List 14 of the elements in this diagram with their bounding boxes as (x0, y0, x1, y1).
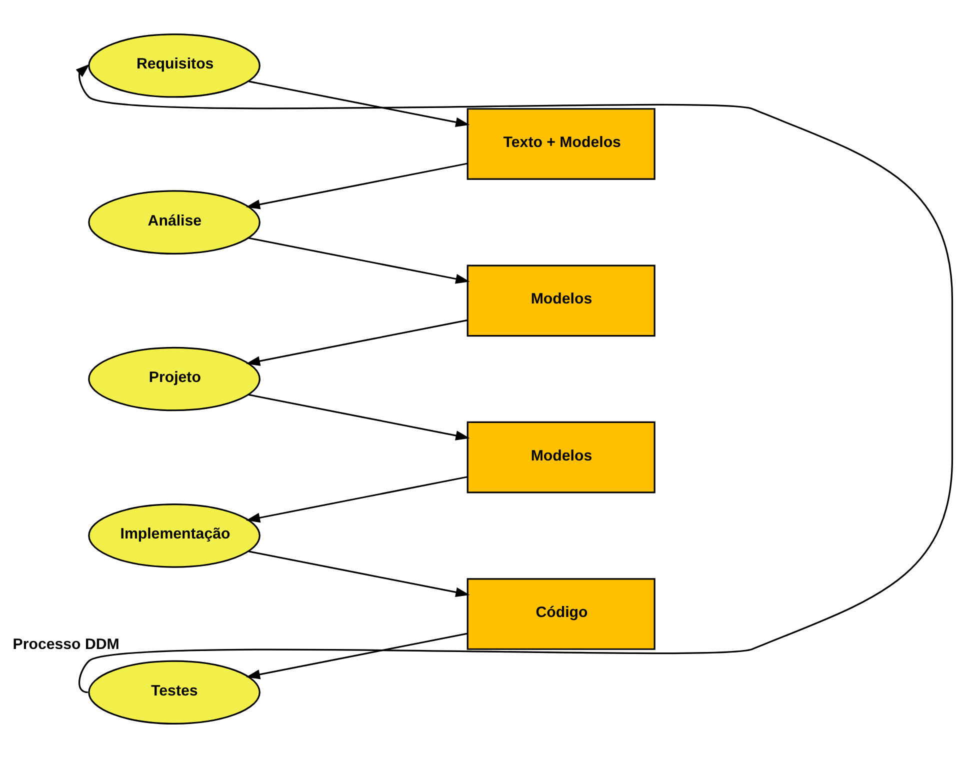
node-box: Modelos (466, 264, 656, 337)
arrow (246, 476, 468, 523)
node-box: Modelos (466, 421, 656, 494)
arrow (246, 319, 468, 366)
node-box: Código (466, 578, 656, 650)
arrow (246, 632, 468, 680)
node-box: Texto + Modelos (466, 108, 656, 180)
arrow (248, 80, 470, 128)
arrow (248, 550, 470, 598)
arrow (248, 394, 470, 440)
arrow (248, 237, 470, 284)
edge-label: Processo DDM (12, 636, 120, 654)
node-ellipse: Requisitos (88, 34, 260, 98)
arrow (246, 162, 468, 210)
